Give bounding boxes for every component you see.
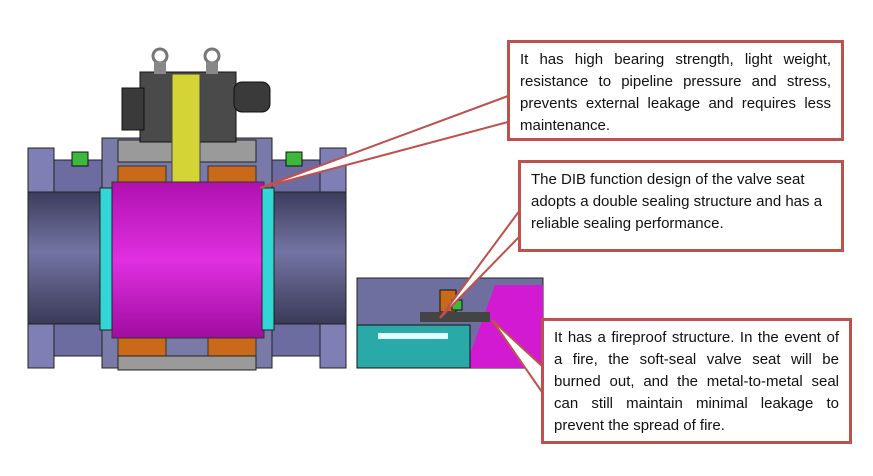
callout-pointers bbox=[259, 94, 543, 396]
callout-fireproof: It has a fireproof structure. In the eve… bbox=[541, 318, 852, 444]
valve-ball bbox=[111, 181, 265, 339]
seat-ring-left bbox=[99, 187, 113, 331]
bearing-upper-left bbox=[117, 165, 167, 185]
callout-fireproof-text: It has a fireproof structure. In the eve… bbox=[554, 329, 839, 434]
callout-bearing-strength: It has high bearing strength, light weig… bbox=[507, 40, 844, 141]
lug-right bbox=[285, 151, 303, 167]
bearing-lower-left bbox=[117, 337, 167, 357]
seat-ring-right bbox=[261, 187, 275, 331]
valve-stem bbox=[171, 73, 201, 185]
seat-detail-inset bbox=[356, 277, 544, 369]
bearing-upper-right bbox=[207, 165, 257, 185]
lug-left bbox=[71, 151, 89, 167]
callout-dib-seat-text: The DIB function design of the valve sea… bbox=[531, 171, 823, 232]
callout-dib-seat: The DIB function design of the valve sea… bbox=[518, 160, 844, 252]
bearing-lower-right bbox=[207, 337, 257, 357]
bottom-trunnion bbox=[117, 355, 257, 371]
callout-bearing-strength-text: It has high bearing strength, light weig… bbox=[520, 51, 831, 134]
